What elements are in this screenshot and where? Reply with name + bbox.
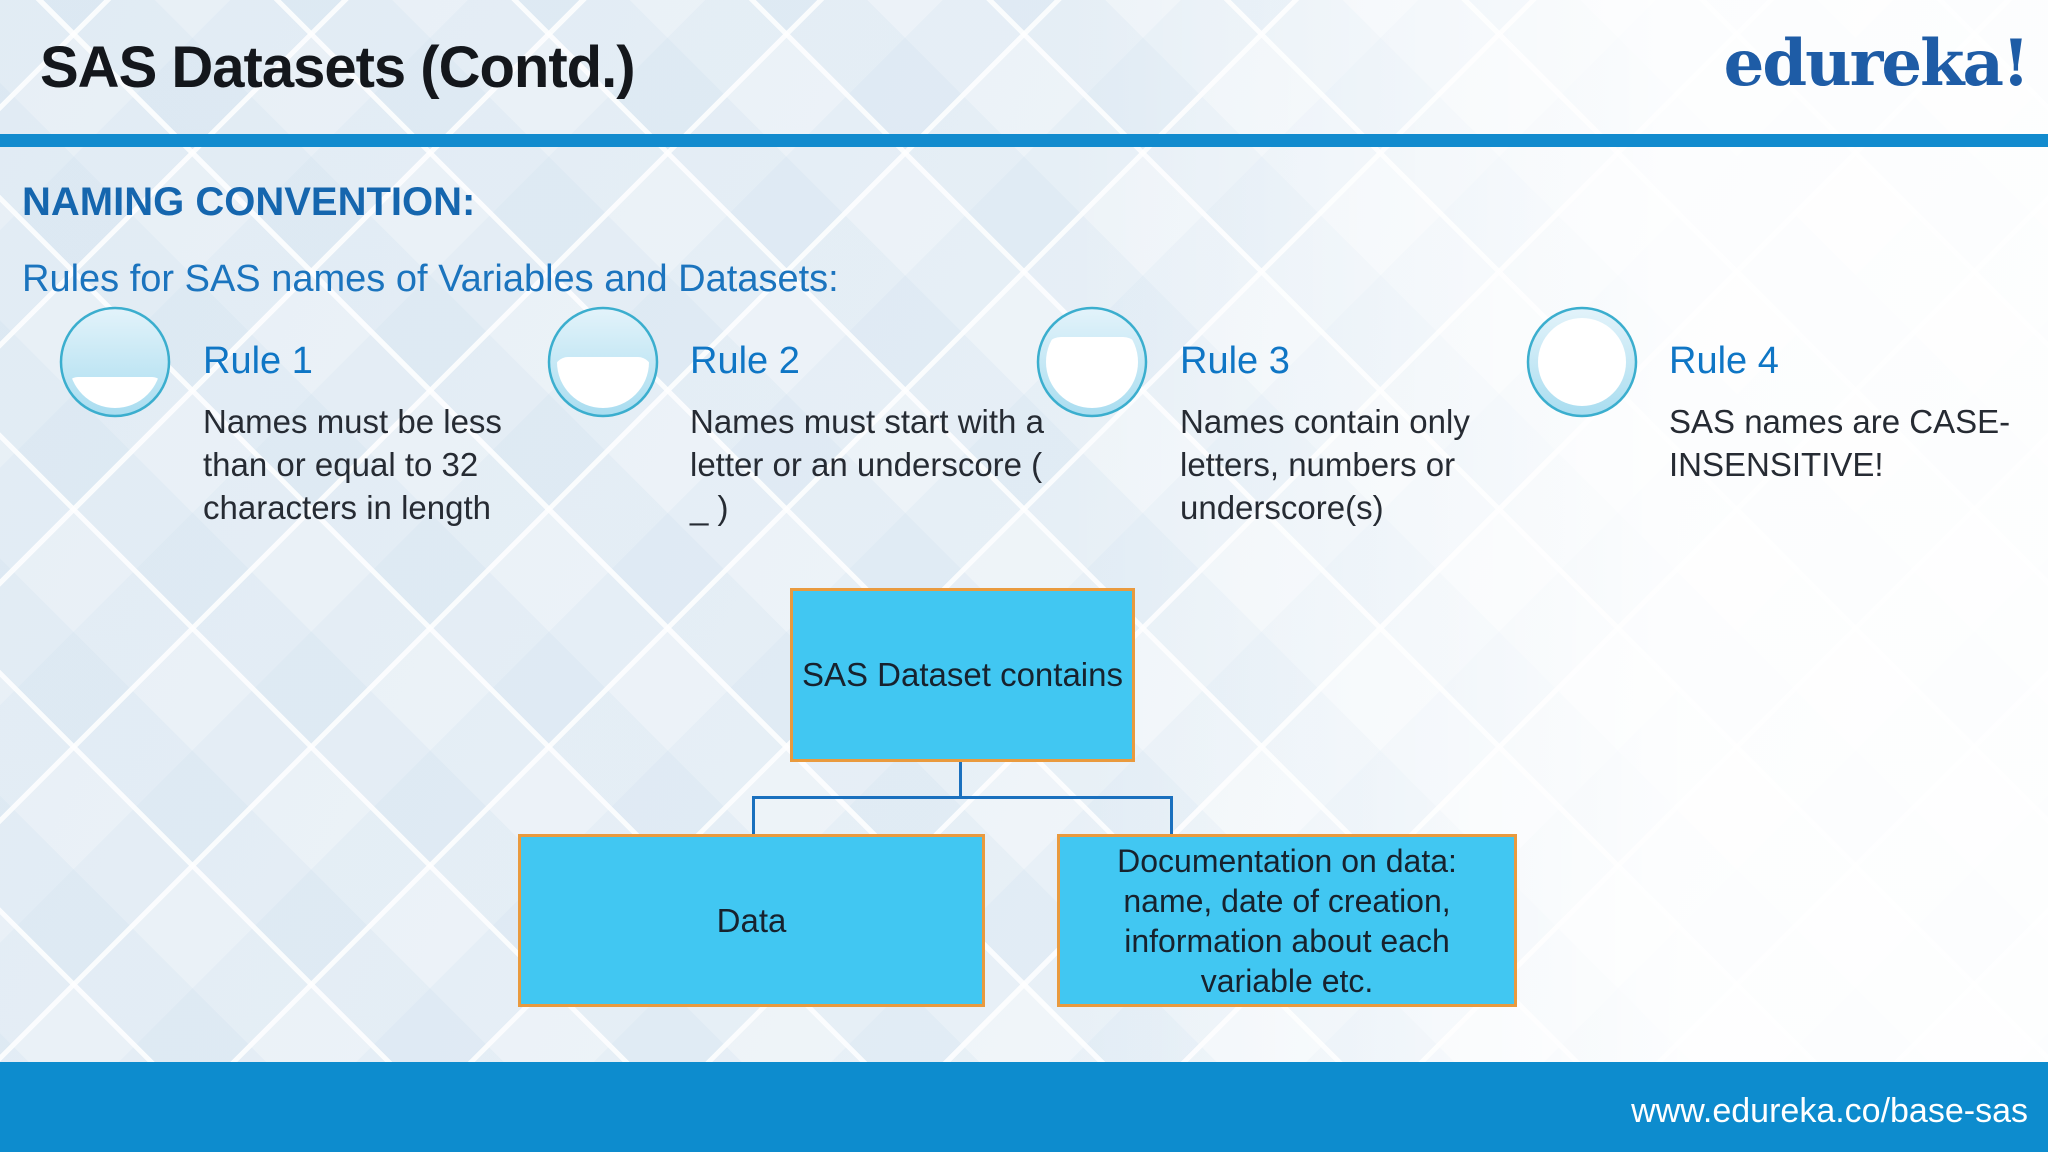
connector-drop-left <box>752 796 755 836</box>
diagram-documentation-node: Documentation on data: name, date of cre… <box>1057 834 1517 1007</box>
diagram-data-node: Data <box>518 834 985 1007</box>
section-heading: NAMING CONVENTION: <box>22 180 476 224</box>
rule-3-label: Rule 3 <box>1180 340 1290 382</box>
progress-circle-quarter-icon <box>59 306 171 418</box>
progress-circle-full-icon <box>1526 306 1638 418</box>
rule-2-text: Names must start with a letter or an und… <box>690 403 1044 526</box>
page-title: SAS Datasets (Contd.) <box>40 35 636 100</box>
edureka-logo: edureka! <box>1723 26 2030 101</box>
progress-circle-half-icon <box>547 306 659 418</box>
diagram-root-node: SAS Dataset contains <box>790 588 1135 762</box>
rule-4-text: SAS names are CASE-INSENSITIVE! <box>1669 403 2011 483</box>
rule-1-text: Names must be less than or equal to 32 c… <box>203 403 502 526</box>
connector-drop-right <box>1170 796 1173 836</box>
rule-1-label: Rule 1 <box>203 340 313 382</box>
rule-4-label: Rule 4 <box>1669 340 1779 382</box>
footer-bar: www.edureka.co/base-sas <box>0 1062 2048 1152</box>
subheading: Rules for SAS names of Variables and Dat… <box>22 258 839 300</box>
connector-stem <box>959 762 962 798</box>
footer-url-link[interactable]: www.edureka.co/base-sas <box>1631 1092 2028 1130</box>
progress-circle-threequarter-icon <box>1036 306 1148 418</box>
header-divider <box>0 134 2048 147</box>
connector-horizontal <box>752 796 1173 799</box>
rule-2-label: Rule 2 <box>690 340 800 382</box>
rule-3-text: Names contain only letters, numbers or u… <box>1180 403 1470 526</box>
